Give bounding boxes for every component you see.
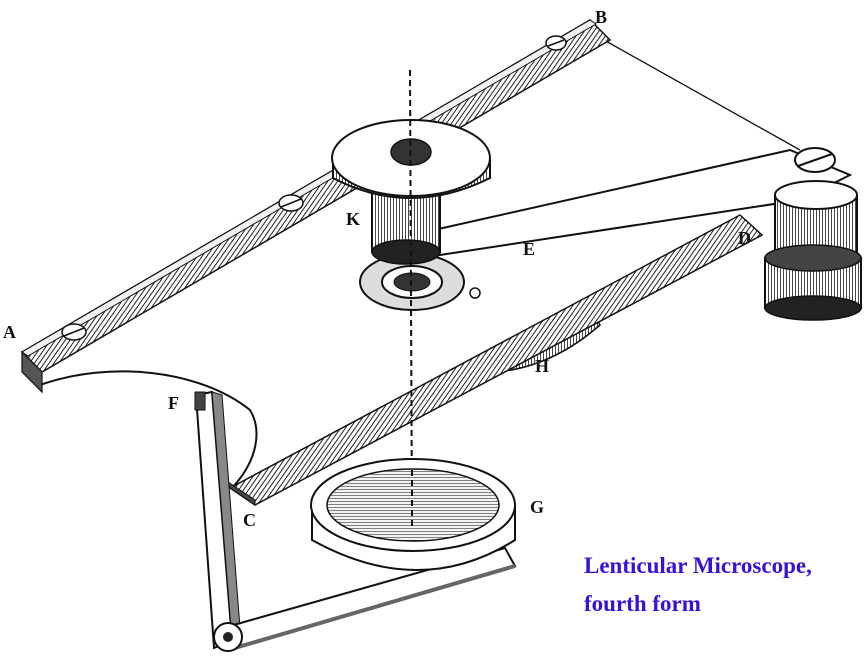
bar-ab-end — [21, 350, 43, 394]
caption-line-2: fourth form — [584, 591, 701, 616]
label-f: F — [168, 393, 179, 413]
label-k: K — [346, 209, 361, 229]
optical-axis — [409, 69, 413, 531]
label-b: B — [595, 7, 608, 27]
label-c: C — [243, 510, 256, 530]
string-line — [603, 39, 801, 151]
post-fc — [194, 390, 241, 650]
label-d: D — [738, 228, 751, 248]
label-h: H — [535, 356, 550, 376]
knob-d — [764, 180, 862, 321]
lens-holder-k — [331, 119, 491, 265]
mirror-g — [310, 458, 516, 571]
label-e: E — [523, 239, 536, 259]
label-g: G — [530, 497, 545, 517]
caption-line-1: Lenticular Microscope, — [584, 553, 812, 578]
label-a: A — [3, 322, 16, 342]
stage-plate-edge — [39, 370, 258, 489]
